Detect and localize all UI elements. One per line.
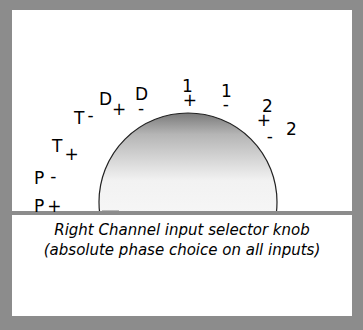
position-label: D+ [99,91,126,108]
position-label: P+ [34,198,59,215]
position-label: T- [74,110,91,127]
position-label: 2- [286,121,303,138]
position-label: 1- [221,83,238,100]
knob-body [99,113,277,213]
figure-caption: Right Channel input selector knob (absol… [22,220,342,261]
position-label: P- [34,170,50,187]
panel-ground [12,10,352,316]
position-label: T+ [52,138,77,155]
position-label: 1+ [182,78,207,95]
caption-divider [12,211,352,215]
position-label: 2+ [262,98,287,115]
position-label: D- [135,86,154,103]
